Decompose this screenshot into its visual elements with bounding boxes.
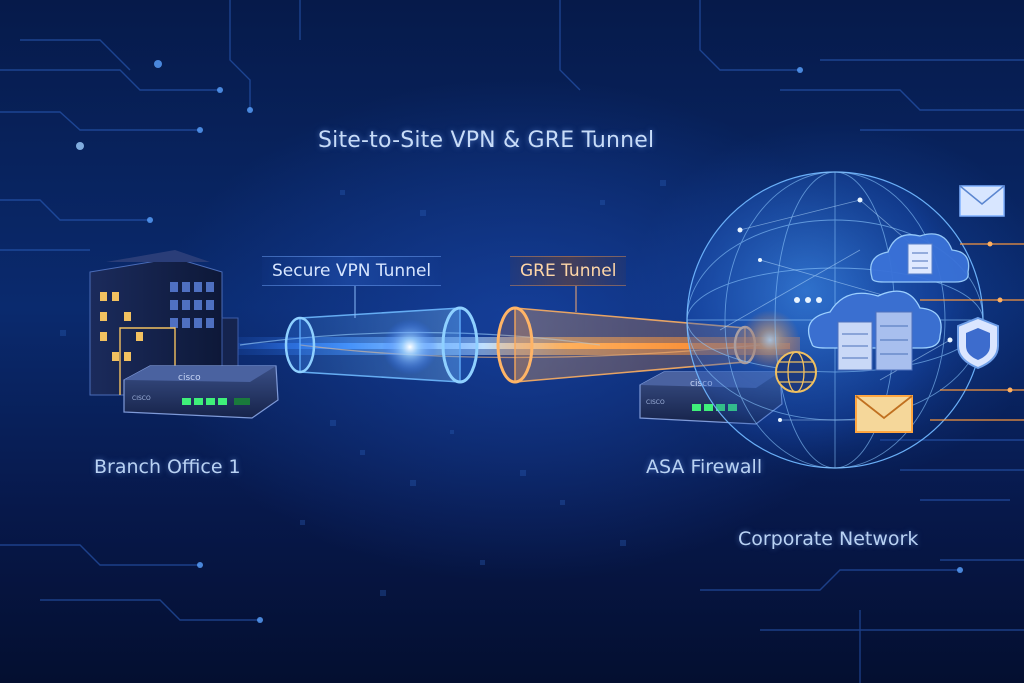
- router-icon: cisco CISCO: [123, 365, 279, 419]
- vpn-tunnel-tube: [284, 306, 479, 384]
- vpn-tunnel-label: Secure VPN Tunnel: [262, 256, 442, 286]
- svg-text:CISCO: CISCO: [646, 399, 665, 406]
- email-icon: [855, 395, 913, 433]
- web-globe-icon: [775, 351, 817, 393]
- data-particles: [60, 180, 666, 596]
- asa-firewall-label: ASA Firewall: [646, 456, 763, 478]
- cloud-server-icon: [870, 233, 970, 283]
- shield-icon: [957, 316, 999, 370]
- svg-text:CISCO: CISCO: [132, 395, 151, 402]
- branch-office-label: Branch Office 1: [94, 456, 241, 478]
- diagram-title: Site-to-Site VPN & GRE Tunnel: [318, 128, 655, 153]
- router-brand-text: cisco: [178, 373, 201, 383]
- circuit-nodes: [76, 60, 963, 623]
- mail-icon: [959, 185, 1005, 217]
- corporate-network-label: Corporate Network: [738, 528, 919, 550]
- stream-dots: [987, 241, 1013, 393]
- gre-tunnel-label: GRE Tunnel: [510, 256, 627, 286]
- vpn-flare: [382, 319, 438, 375]
- datacenter-cloud-icon: [807, 290, 942, 371]
- tag-leaders: [354, 286, 577, 318]
- building-icon: [89, 250, 239, 396]
